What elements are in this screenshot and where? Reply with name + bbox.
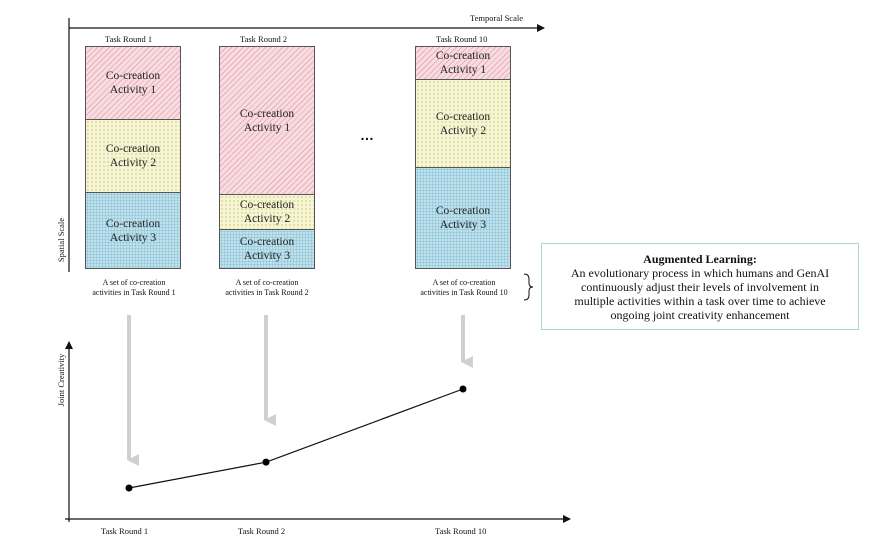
x-label-round-1: Task Round 1: [101, 526, 149, 536]
round-2-header: Task Round 2: [240, 34, 288, 44]
joint-creativity-point-3: [459, 385, 467, 393]
definition-line-3: multiple activities within a task over t…: [574, 293, 826, 308]
joint-creativity-label: Joint Creativity: [56, 353, 66, 407]
joint-creativity-point-2: [262, 458, 270, 466]
x-label-round-2: Task Round 2: [238, 526, 286, 536]
set-brace: [523, 273, 534, 301]
round-1-header: Task Round 1: [105, 34, 153, 44]
augmented-learning-definition: Augmented Learning: An evolutionary proc…: [541, 243, 859, 330]
joint-creativity-point-1: [125, 484, 133, 492]
definition-line-4: ongoing joint creativity enhancement: [610, 307, 790, 322]
definition-title: Augmented Learning:: [643, 251, 757, 266]
x-label-round-10: Task Round 10: [435, 526, 487, 536]
ellipsis: …: [360, 127, 374, 143]
definition-line-2: continuously adjust their levels of invo…: [581, 279, 819, 294]
temporal-scale-label: Temporal Scale: [470, 13, 523, 23]
definition-line-1: An evolutionary process in which humans …: [570, 265, 830, 280]
spatial-scale-label: Spatial Scale: [56, 217, 66, 263]
round-10-header: Task Round 10: [436, 34, 488, 44]
joint-creativity-line: [128, 388, 464, 489]
